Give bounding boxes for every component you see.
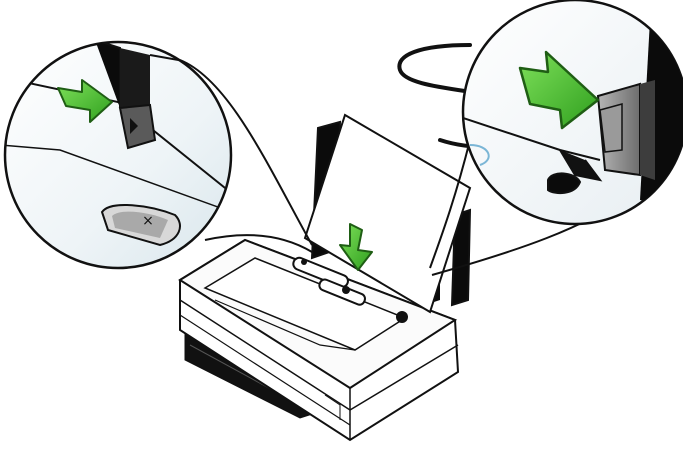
right-callout — [463, 0, 683, 224]
power-button — [396, 311, 408, 323]
lever-mark: × — [142, 213, 154, 229]
